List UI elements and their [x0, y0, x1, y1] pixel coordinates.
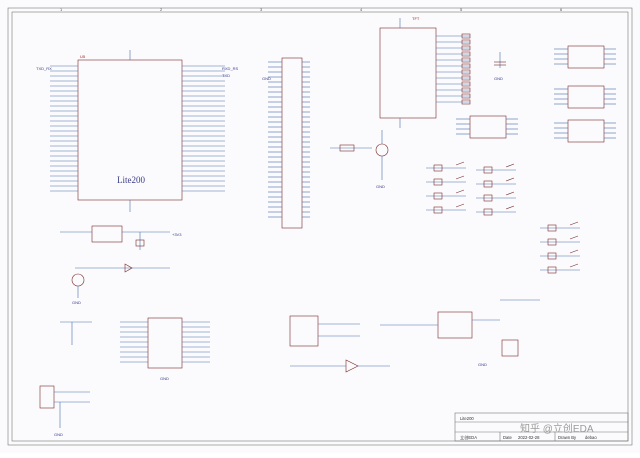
title-block-frame — [454, 412, 629, 442]
stage-gnd: GND — [376, 184, 385, 189]
tft-series-resistor — [461, 81, 471, 87]
tick-top-5: 5 — [460, 7, 463, 12]
uart-pins — [120, 321, 210, 363]
led-array-body — [567, 119, 605, 143]
tft-series-resistor — [461, 57, 471, 63]
port-txd-rx: TXD_RX — [36, 66, 52, 71]
header-pins — [268, 61, 310, 218]
key-group-b — [476, 163, 516, 216]
tft-pins — [436, 33, 471, 105]
mcu-ref: U5 — [80, 54, 86, 59]
tft-series-resistor — [461, 69, 471, 75]
inner-frame — [11, 11, 629, 442]
key-resistor — [433, 206, 443, 214]
speaker-body — [501, 339, 519, 357]
port-txd: TXD — [222, 73, 230, 78]
key-resistor — [547, 266, 557, 274]
jack-body — [289, 315, 319, 347]
tft-ref: TFT — [412, 16, 420, 21]
key-resistor — [547, 252, 557, 260]
transistor-stage: GND — [330, 130, 389, 189]
key-resistor — [483, 208, 493, 216]
key-resistor — [433, 192, 443, 200]
tft-series-resistor — [461, 51, 471, 57]
usb-uart-chip: GND — [60, 317, 210, 381]
tft-series-resistor — [461, 75, 471, 81]
mcu-pins-left — [50, 65, 78, 192]
ldo-body — [91, 225, 123, 243]
key-switch — [569, 249, 579, 254]
key-resistor — [433, 164, 443, 172]
led-array-body — [567, 85, 605, 109]
tft-series-resistor — [461, 93, 471, 99]
tft-series-resistor — [461, 63, 471, 69]
led-array-body — [567, 45, 605, 69]
tft-decoupling: GND — [494, 52, 506, 81]
header-gnd: GND — [262, 76, 271, 81]
key-group-a — [426, 161, 466, 214]
uart-gnd: GND — [160, 376, 169, 381]
header-connector: GND — [262, 57, 310, 229]
power-section: +3V3 GND — [60, 225, 182, 305]
key-resistor — [483, 180, 493, 188]
bl-gnd: GND — [54, 432, 63, 437]
tft-series-resistor — [461, 87, 471, 93]
key-switch — [569, 221, 579, 226]
audio-section: GND — [289, 299, 540, 373]
key-switch — [455, 189, 465, 194]
tft-series-resistor — [461, 45, 471, 51]
key-switch — [505, 205, 515, 210]
tick-top-4: 4 — [360, 7, 363, 12]
title-block-title: Lite200 — [460, 416, 474, 421]
title-block-rev-label: Drawn By — [558, 435, 577, 440]
key-switch — [569, 235, 579, 240]
key-switch — [569, 263, 579, 268]
led-array-body — [469, 115, 507, 139]
amp-gnd: GND — [478, 362, 487, 367]
led-arrays — [456, 45, 616, 143]
bottom-left-circuit: GND — [39, 385, 90, 437]
tft-body — [379, 27, 437, 119]
tick-top-6: 6 — [560, 7, 563, 12]
key-resistor — [433, 178, 443, 186]
key-switch — [455, 161, 465, 166]
mcu-block: U5 Lite200 TXD_RX RXD_RS TXD — [36, 50, 239, 212]
tft-cap-gnd: GND — [494, 76, 503, 81]
outer-frame — [7, 7, 633, 446]
key-resistor — [483, 166, 493, 174]
tft-series-resistor — [461, 99, 471, 105]
title-block: Lite200 立创EDA Date 2022-02-28 Drawn By d… — [454, 412, 629, 442]
port-rxd-rs: RXD_RS — [222, 66, 239, 71]
mcu-pins-right — [182, 65, 225, 192]
border-ticks: 1 2 3 4 5 6 — [60, 7, 563, 12]
title-block-date-label: Date — [503, 435, 513, 440]
tick-top-2: 2 — [160, 7, 163, 12]
key-switch — [455, 175, 465, 180]
uart-body — [147, 317, 183, 369]
tft-module: TFT — [379, 16, 471, 128]
header-body — [281, 57, 303, 229]
key-group-c — [540, 221, 580, 274]
watermark: 知乎 @立创EDA — [520, 422, 594, 435]
tr-gnd: GND — [72, 300, 81, 305]
key-resistor — [547, 238, 557, 246]
tft-series-resistor — [461, 33, 471, 39]
tft-series-resistor — [461, 39, 471, 45]
title-block-brand: 立创EDA — [460, 434, 477, 441]
key-resistor — [547, 224, 557, 232]
tick-top-1: 1 — [60, 7, 63, 12]
title-block-author: debao — [585, 435, 597, 440]
amp-body — [437, 311, 473, 339]
tick-top-3: 3 — [260, 7, 263, 12]
key-switch — [505, 163, 515, 168]
key-switch — [505, 177, 515, 182]
key-switch — [455, 203, 465, 208]
mcu-name: Lite200 — [117, 175, 145, 185]
title-block-date: 2022-02-28 — [518, 435, 540, 440]
ldo-vcc: +3V3 — [172, 232, 182, 237]
key-resistor — [483, 194, 493, 202]
key-switch — [505, 191, 515, 196]
